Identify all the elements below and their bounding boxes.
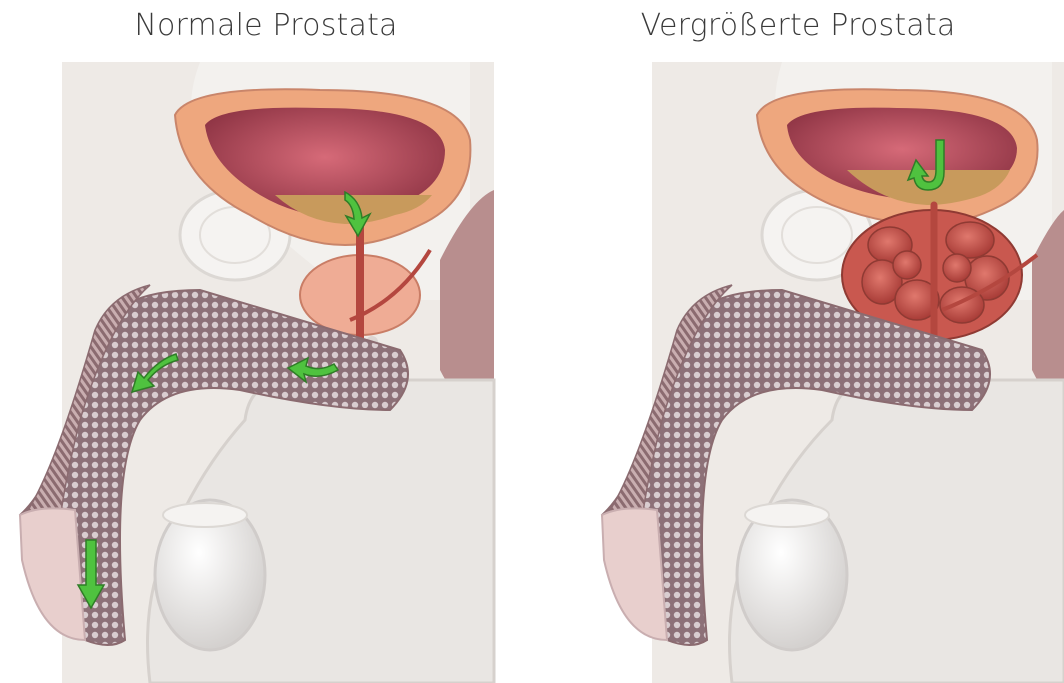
panel-enlarged-prostate: Vergrößerte Prostata xyxy=(532,0,1064,683)
panel-normal-prostate: Normale Prostata xyxy=(0,0,532,683)
glans xyxy=(20,508,85,640)
panel-title: Vergrößerte Prostata xyxy=(532,8,1064,43)
epididymis xyxy=(745,503,829,527)
panel-title: Normale Prostata xyxy=(0,8,532,43)
epididymis xyxy=(163,503,247,527)
glans xyxy=(602,508,667,640)
anatomy-illustration-normal xyxy=(0,0,532,683)
anatomy-illustration-enlarged xyxy=(532,0,1064,683)
